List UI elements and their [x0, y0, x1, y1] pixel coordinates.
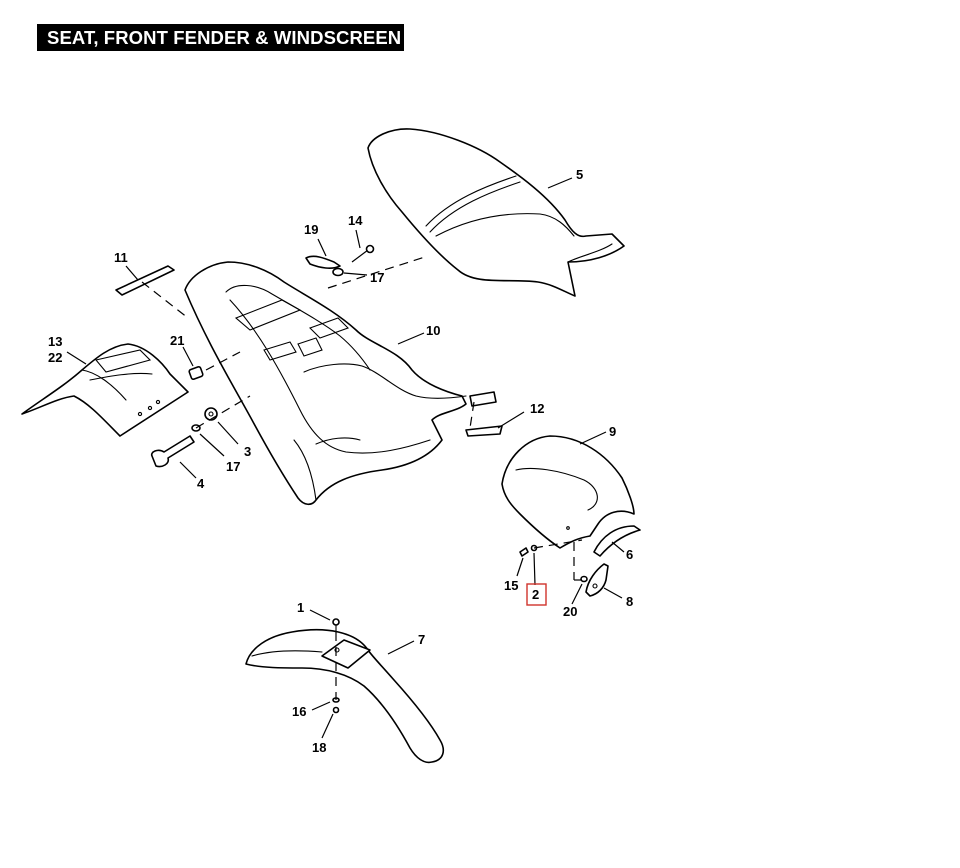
callout-10: 10: [426, 323, 440, 338]
callout-18: 18: [312, 740, 326, 755]
seat-pan-part[interactable]: [184, 261, 497, 506]
highlight-box: [526, 583, 547, 606]
washer-20-part[interactable]: [580, 575, 588, 583]
callout-13: 13: [48, 334, 62, 349]
front-nut-part[interactable]: [332, 706, 340, 714]
front-fender-part[interactable]: [245, 629, 445, 764]
callout-15: 15: [504, 578, 518, 593]
callout-7: 7: [418, 632, 425, 647]
callout-16: 16: [292, 704, 306, 719]
screw-small-part[interactable]: [519, 547, 529, 557]
stud-part[interactable]: [188, 366, 204, 380]
pad-part[interactable]: [465, 425, 503, 437]
callout-3: 3: [244, 444, 251, 459]
callout-14: 14: [348, 213, 363, 228]
callout-21: 21: [170, 333, 184, 348]
callout-17-lower: 17: [226, 459, 240, 474]
callout-4: 4: [197, 476, 205, 491]
assembly-lines: [141, 255, 583, 700]
callout-12: 12: [530, 401, 544, 416]
callout-17-upper: 17: [370, 270, 384, 285]
front-fastener-part[interactable]: [332, 618, 340, 633]
strip-part[interactable]: [115, 265, 175, 296]
mount-bracket-part[interactable]: [305, 255, 341, 269]
callout-9: 9: [609, 424, 616, 439]
callout-6: 6: [626, 547, 633, 562]
fender-trim-part[interactable]: [593, 525, 641, 557]
callout-8: 8: [626, 594, 633, 609]
callout-labels: 11 19 14 17 5 10 13 22 21 3 17 4 12 9 6 …: [48, 167, 633, 755]
callout-5: 5: [576, 167, 583, 182]
washer-part[interactable]: [332, 267, 344, 277]
callout-22: 22: [48, 350, 62, 365]
windscreen-part[interactable]: [21, 343, 189, 437]
grommet-part[interactable]: [204, 407, 218, 421]
bolt-part[interactable]: [150, 435, 195, 468]
leader-lines: [66, 177, 625, 739]
page-title: SEAT, FRONT FENDER & WINDSCREEN: [37, 24, 404, 51]
callout-20: 20: [563, 604, 577, 619]
screw-part[interactable]: [351, 244, 375, 263]
callout-2[interactable]: 2: [532, 587, 539, 602]
callout-1: 1: [297, 600, 304, 615]
callout-19: 19: [304, 222, 318, 237]
seat-part[interactable]: [367, 128, 625, 297]
callout-11: 11: [114, 250, 128, 265]
fender-cover-part[interactable]: [501, 435, 635, 549]
bracket-part[interactable]: [585, 563, 609, 597]
